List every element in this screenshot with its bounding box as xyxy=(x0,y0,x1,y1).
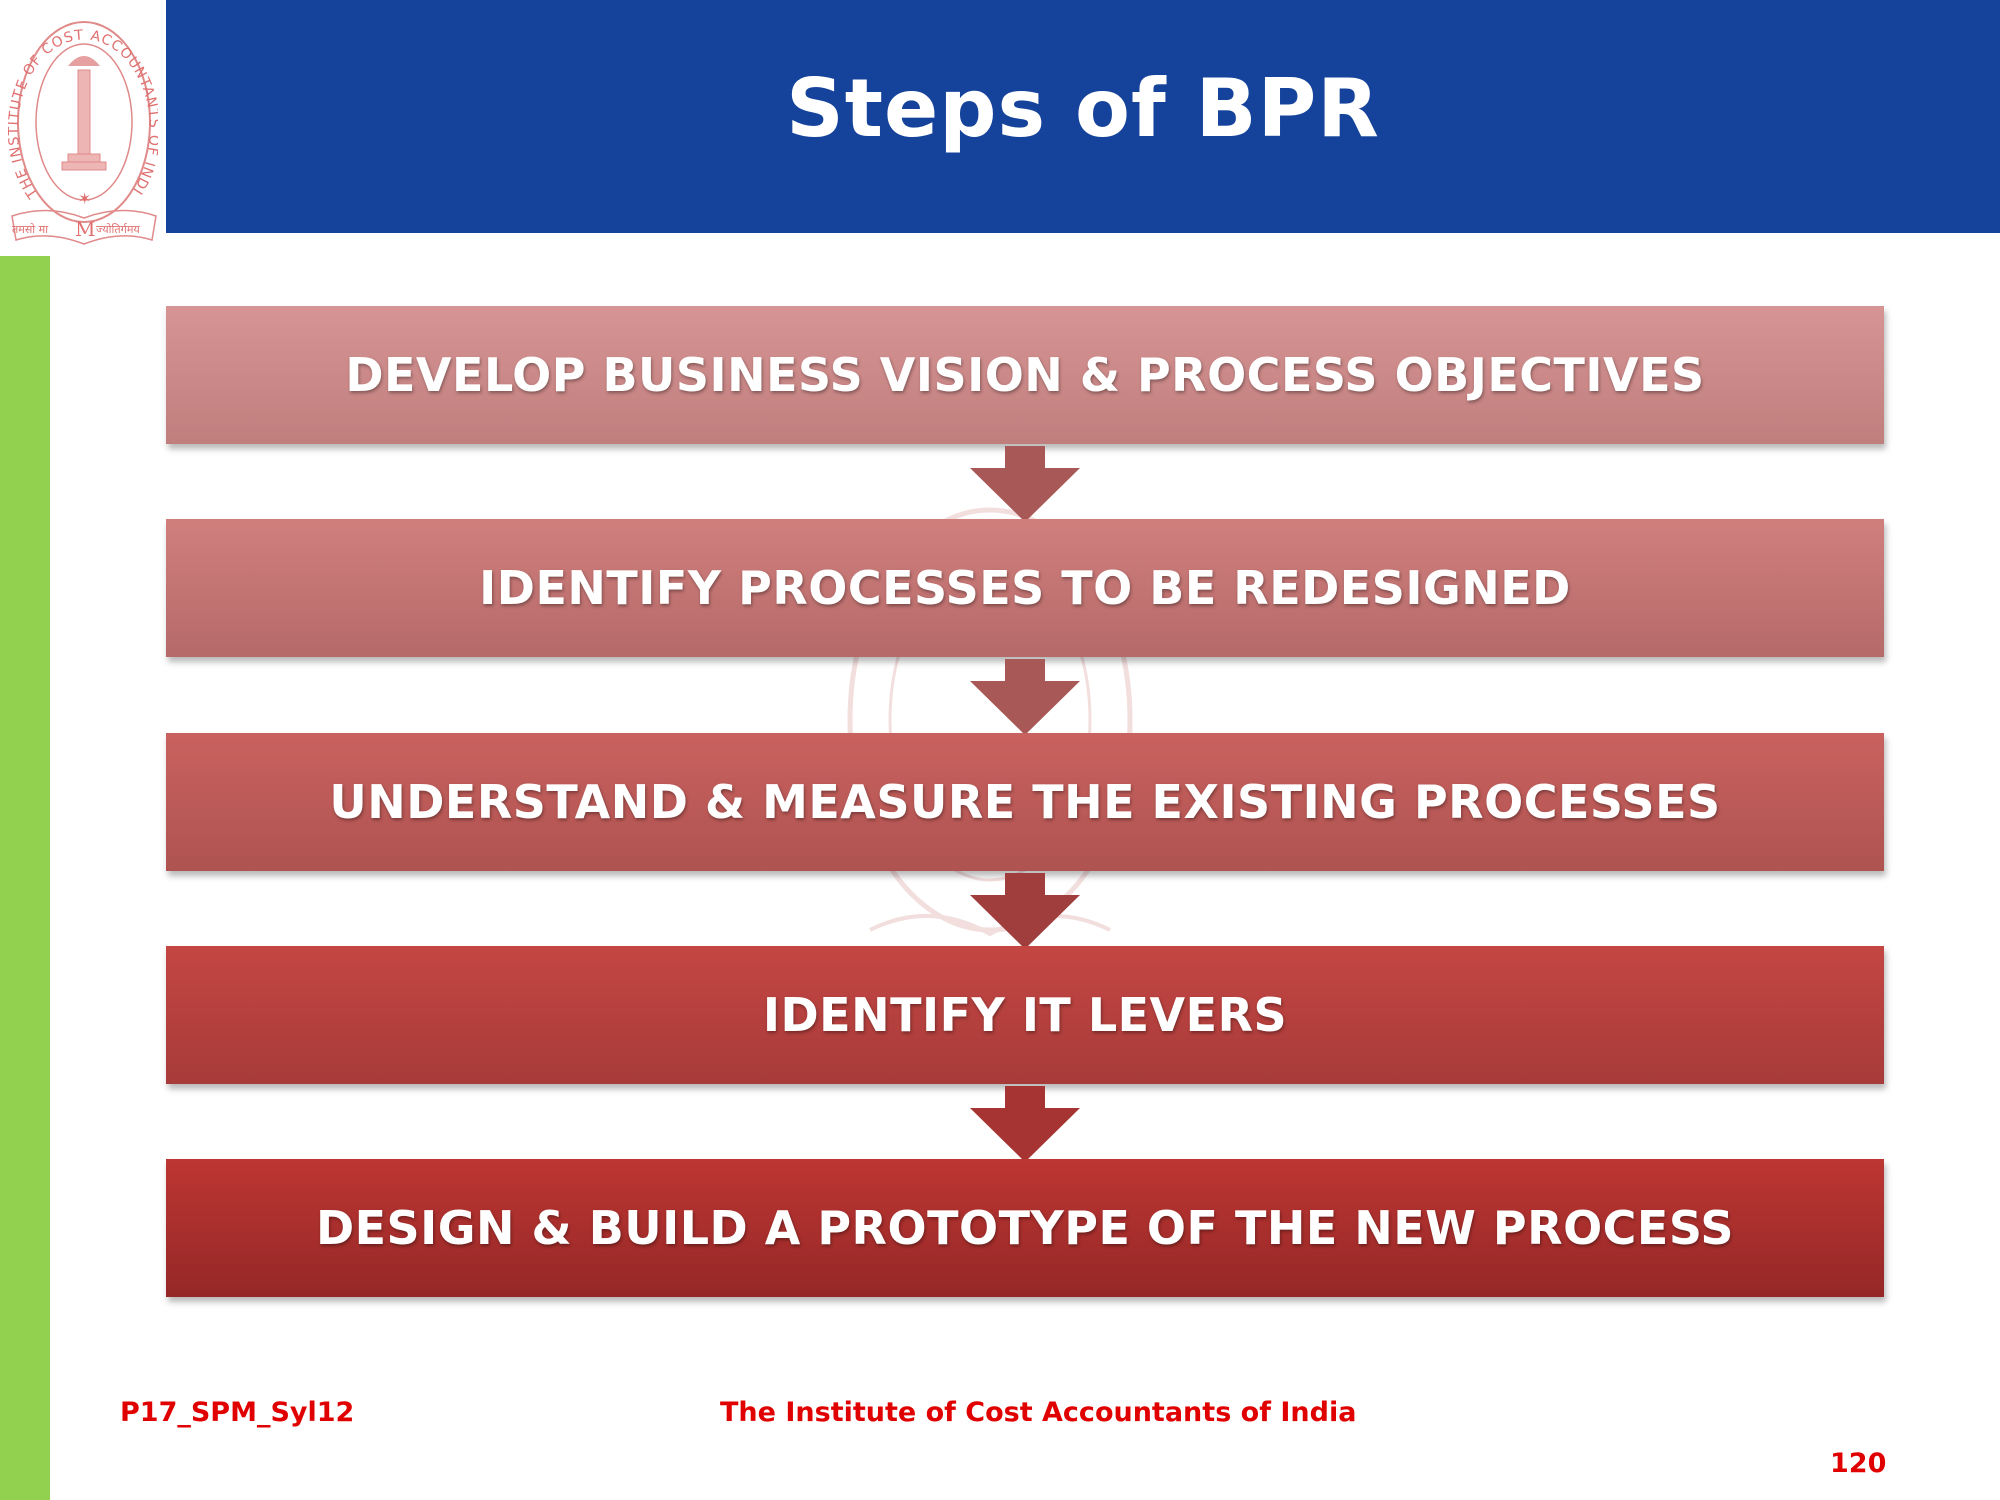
step-design-prototype: DESIGN & BUILD A PROTOTYPE OF THE NEW PR… xyxy=(166,1159,1884,1297)
logo-motto-left: तमसो मा xyxy=(12,223,49,236)
slide-title: Steps of BPR xyxy=(786,62,1380,155)
svg-text:M: M xyxy=(75,217,95,241)
footer-institute-name: The Institute of Cost Accountants of Ind… xyxy=(720,1397,1357,1428)
step-identify-it-levers: IDENTIFY IT LEVERS xyxy=(166,946,1884,1084)
svg-text:✶: ✶ xyxy=(78,189,91,208)
footer-course-code: P17_SPM_Syl12 xyxy=(120,1397,355,1428)
step-identify-processes: IDENTIFY PROCESSES TO BE REDESIGNED xyxy=(166,519,1884,657)
down-arrow-icon xyxy=(970,1086,1080,1162)
step-understand-measure: UNDERSTAND & MEASURE THE EXISTING PROCES… xyxy=(166,733,1884,871)
title-bar: Steps of BPR xyxy=(166,0,2000,233)
logo-motto-right: ज्योतिर्गमय xyxy=(96,223,140,236)
institute-seal-icon: THE INSTITUTE OF COST ACCOUNTANTS OF IND… xyxy=(8,4,158,245)
page-number: 120 xyxy=(1830,1448,1887,1479)
down-arrow-icon xyxy=(970,873,1080,949)
side-accent-bar xyxy=(0,256,50,1500)
down-arrow-icon xyxy=(970,446,1080,522)
institute-logo: THE INSTITUTE OF COST ACCOUNTANTS OF IND… xyxy=(0,0,166,256)
down-arrow-icon xyxy=(970,659,1080,735)
step-develop-vision: DEVELOP BUSINESS VISION & PROCESS OBJECT… xyxy=(166,306,1884,444)
